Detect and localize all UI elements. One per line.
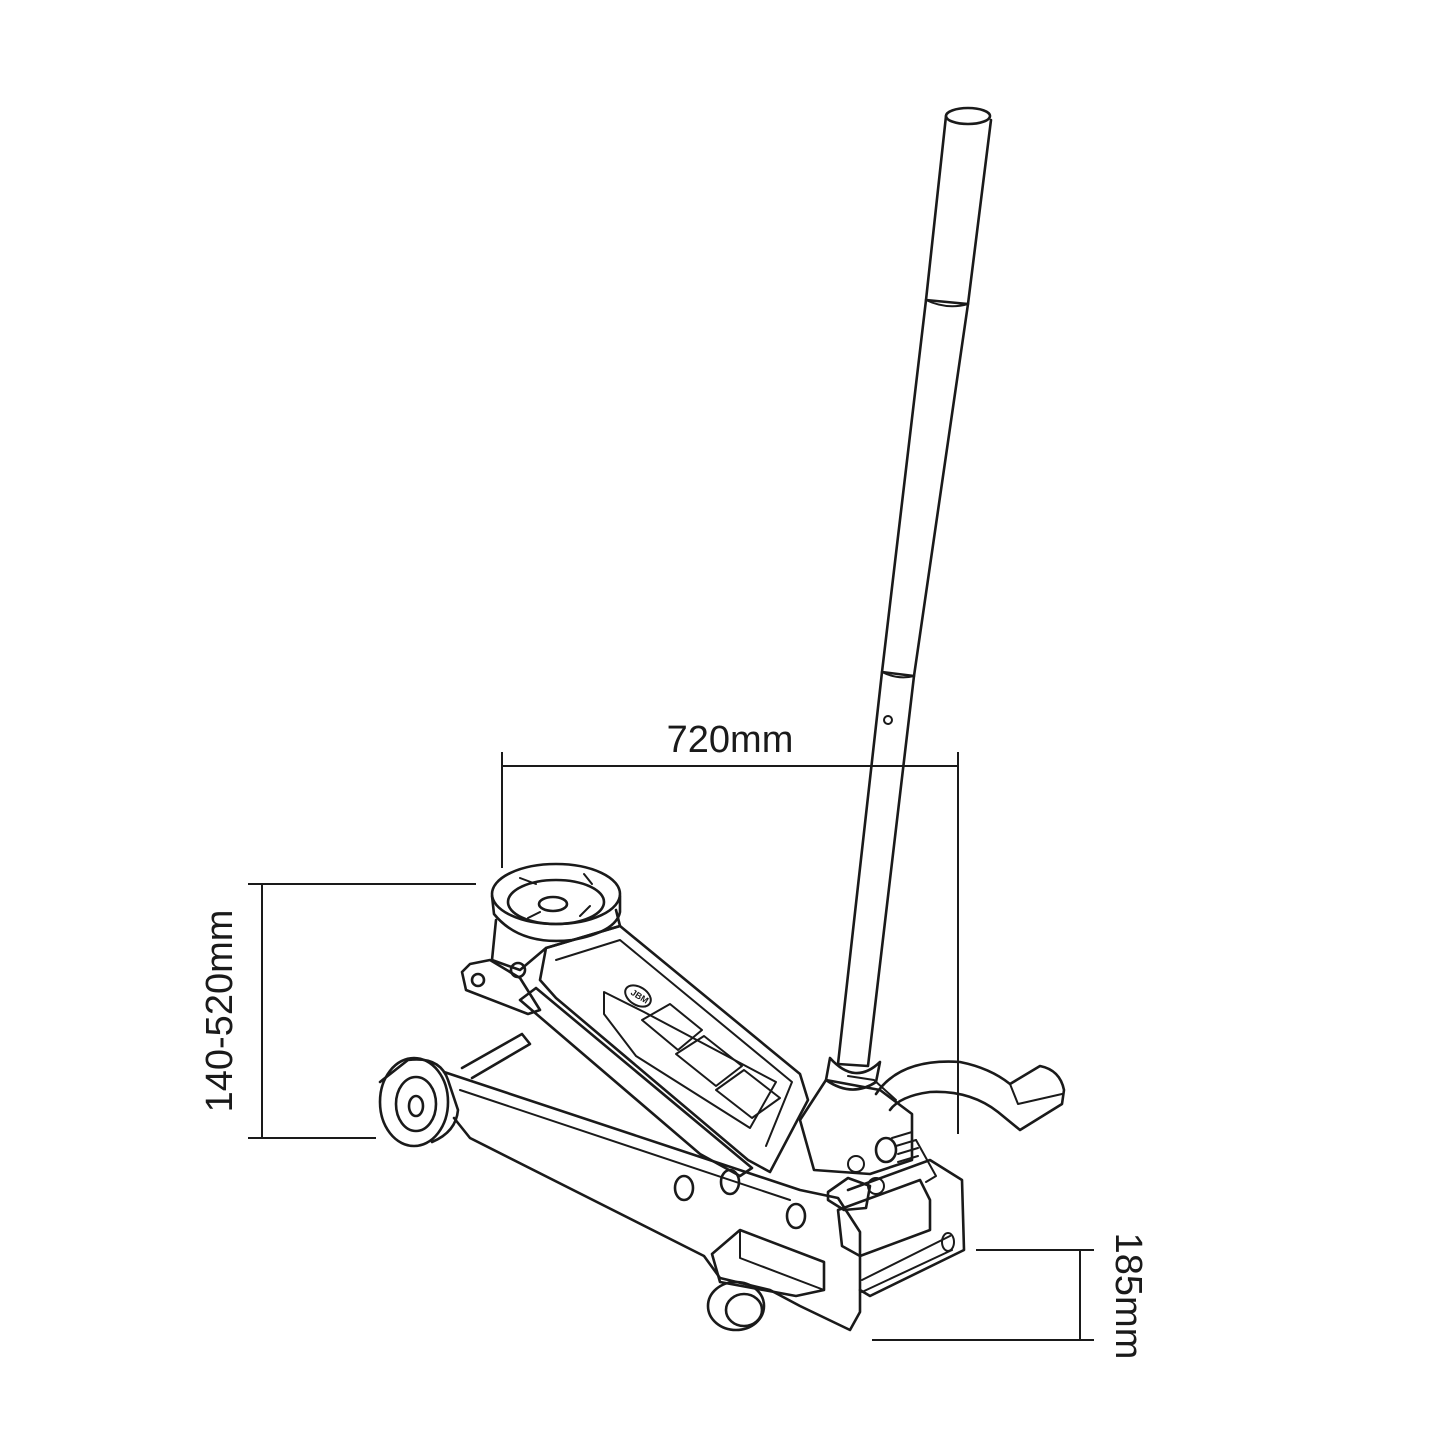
dimension-saddle-height: 185mm [872, 1233, 1149, 1360]
release-valve [874, 1131, 937, 1183]
jbm-logo: JBM [624, 984, 652, 1008]
dimension-lift-range-label: 140-520mm [199, 910, 241, 1113]
jack-handle [824, 106, 993, 1091]
dimension-lift-range: 140-520mm [199, 883, 476, 1139]
dimension-length: 720mm [501, 719, 959, 1134]
jack-pump-unit [798, 1075, 937, 1258]
foot-pedal [874, 1060, 1066, 1132]
jack-chassis [378, 1032, 966, 1332]
jack-lift-arm: JBM [460, 862, 810, 1178]
dimension-saddle-height-label: 185mm [1107, 1233, 1149, 1360]
dimension-length-label: 720mm [667, 719, 794, 761]
